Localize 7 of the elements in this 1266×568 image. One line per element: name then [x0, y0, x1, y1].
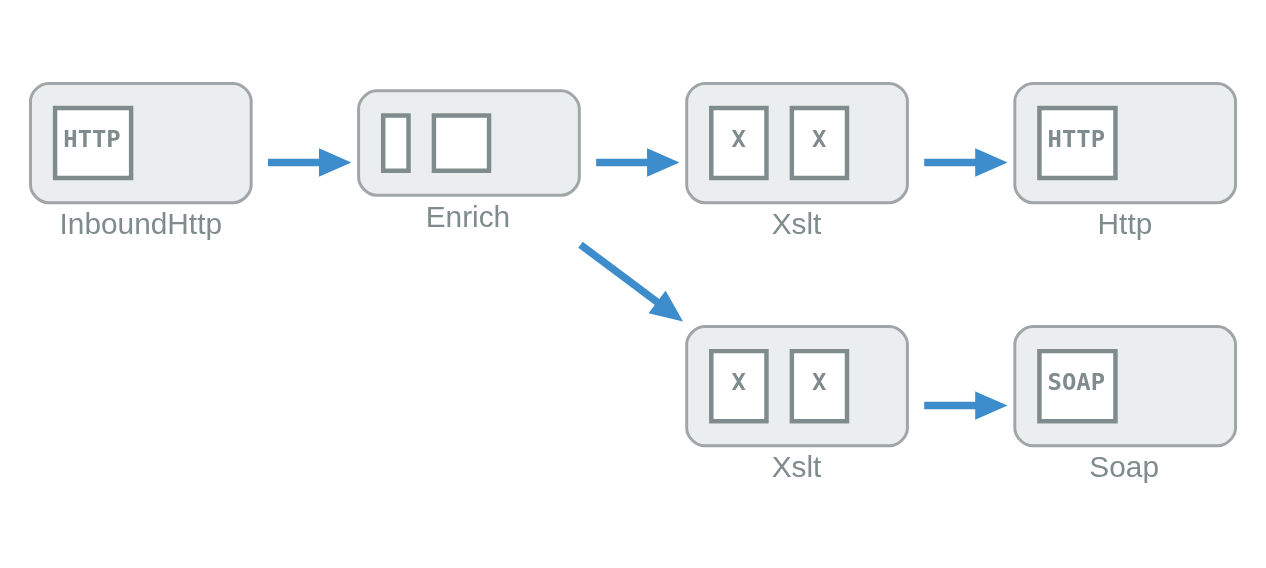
node-label: InboundHttp [59, 207, 223, 241]
node-label: Xslt [771, 207, 822, 241]
node-label: Http [1097, 207, 1153, 241]
node-label: Soap [1089, 450, 1160, 484]
node-label: Enrich [425, 199, 511, 233]
arrow [578, 241, 683, 322]
node-label: Xslt [771, 450, 822, 484]
